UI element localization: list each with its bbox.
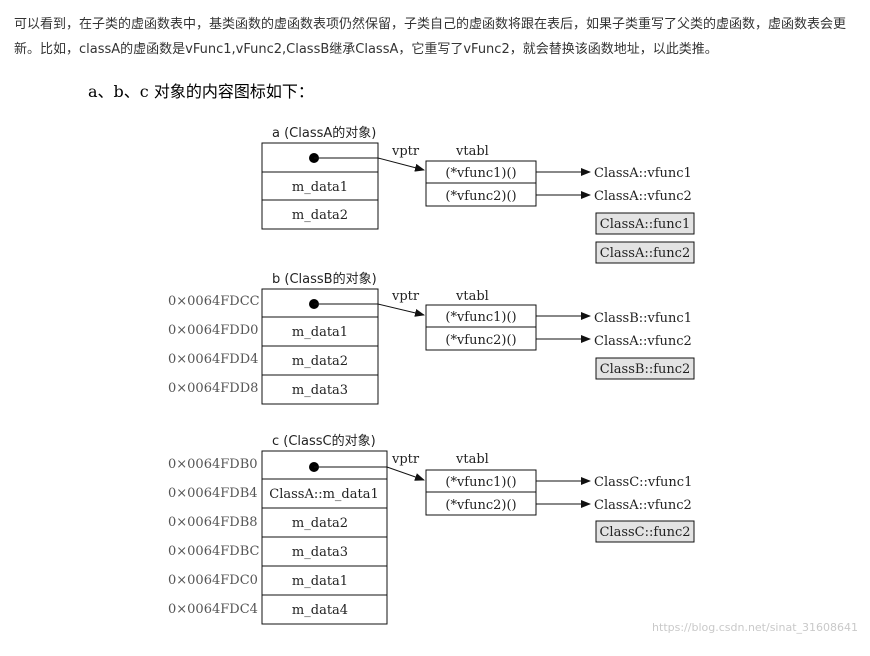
object-c-vtable-entry: (*vfunc1)(): [445, 475, 516, 490]
object-b-field: m_data2: [292, 354, 348, 369]
object-c-field: m_data1: [292, 574, 348, 589]
object-c-vtabl-label: vtabl: [455, 452, 489, 467]
article-paragraph: 可以看到，在子类的虚函数表中，基类函数的虚函数表项仍然保留，子类自己的虚函数将跟…: [14, 17, 847, 57]
object-a-field: m_data2: [292, 208, 348, 223]
object-c-field: m_data2: [292, 516, 348, 531]
object-c-address: 0×0064FDB4: [168, 486, 258, 501]
object-b-vptr-label: vptr: [391, 289, 420, 304]
object-a-func-box: [595, 241, 695, 264]
object-b-target: ClassA::vfunc2: [594, 334, 692, 349]
object-b-target: ClassB::vfunc1: [594, 311, 692, 326]
object-c-vptr-label: vptr: [391, 452, 420, 467]
object-c-label: c (ClassC的对象): [272, 433, 376, 449]
object-b-address: 0×0064FDCC: [168, 294, 260, 309]
object-b-vtable-entry: (*vfunc2)(): [445, 333, 516, 348]
object-b-func: ClassB::func2: [600, 362, 691, 377]
object-a-field: m_data1: [292, 180, 348, 195]
object-b-func-box: [595, 357, 695, 380]
object-a-target: ClassA::vfunc1: [594, 166, 692, 181]
object-c-target: ClassA::vfunc2: [594, 498, 692, 513]
object-c-field: m_data4: [292, 603, 348, 618]
object-c-field: ClassA::m_data1: [269, 487, 379, 502]
object-a-func-box: [595, 212, 695, 235]
watermark: https://blog.csdn.net/sinat_31608641: [652, 621, 858, 634]
object-b-vtable-entry: (*vfunc1)(): [445, 310, 516, 325]
object-b-label: b (ClassB的对象): [272, 271, 377, 287]
object-a-vptr-arrow: [314, 157, 425, 172]
object-a-vtabl-label: vtabl: [455, 144, 489, 159]
object-a-vtable-entry: (*vfunc1)(): [445, 166, 516, 181]
object-c-address: 0×0064FDB8: [168, 515, 258, 530]
object-b-vptr-arrow: [314, 303, 425, 317]
object-c-field: m_data3: [292, 545, 348, 560]
object-a-vtable-entry: (*vfunc2)(): [445, 189, 516, 204]
object-b-vtabl-label: vtabl: [455, 289, 489, 304]
object-a-func: ClassA::func2: [600, 246, 690, 261]
object-c-func: ClassC::func2: [599, 525, 690, 540]
object-c-address: 0×0064FDB0: [168, 457, 258, 472]
object-c-vtable-entry: (*vfunc2)(): [445, 498, 516, 513]
object-b-address: 0×0064FDD4: [168, 352, 258, 367]
object-c: c (ClassC的对象) ClassA::m_data1 m_data2 m_…: [168, 433, 695, 625]
object-c-address: 0×0064FDC4: [168, 602, 258, 617]
object-a-frame: [261, 142, 379, 230]
object-b-address: 0×0064FDD0: [168, 323, 258, 338]
object-c-target: ClassC::vfunc1: [594, 475, 692, 490]
object-b-address: 0×0064FDD8: [168, 381, 258, 396]
object-a-target: ClassA::vfunc2: [594, 189, 692, 204]
object-c-vptr-arrow: [314, 466, 425, 481]
object-a-func: ClassA::func1: [600, 217, 690, 232]
object-a: a (ClassA的对象) m_data1 m_data2 vptr vtabl…: [261, 125, 695, 264]
section-heading: a、b、c 对象的内容图标如下：: [88, 82, 314, 101]
object-a-vptr-label: vptr: [391, 144, 420, 159]
object-c-address: 0×0064FDBC: [168, 544, 259, 559]
object-c-address: 0×0064FDC0: [168, 573, 258, 588]
object-b-field: m_data1: [292, 325, 348, 340]
object-b: b (ClassB的对象) m_data1 m_data2 m_data3 0×…: [168, 271, 695, 405]
object-a-label: a (ClassA的对象): [272, 125, 376, 141]
object-c-func-box: [595, 520, 695, 543]
object-b-field: m_data3: [292, 383, 348, 398]
